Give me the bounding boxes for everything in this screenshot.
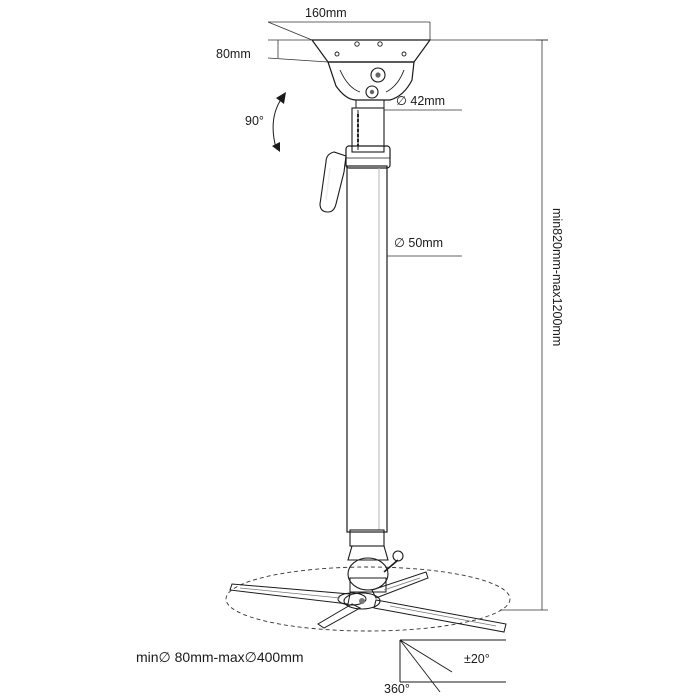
swivel-joint bbox=[337, 545, 404, 606]
height-clamp-collar bbox=[345, 145, 391, 169]
projector-arms bbox=[225, 566, 511, 633]
height-range-label: min820mm-max1200mm bbox=[550, 208, 564, 346]
swivel-angle-label: ±20° bbox=[464, 652, 490, 666]
tilt-arrow-icon bbox=[272, 92, 286, 152]
locking-handle-icon bbox=[319, 151, 347, 213]
inner-pipe-upper bbox=[351, 107, 385, 153]
mount-range-label: min∅ 80mm-max∅400mm bbox=[136, 649, 304, 665]
outer-tube bbox=[346, 165, 388, 533]
swivel-knob-icon bbox=[383, 550, 404, 573]
plate-dimension-lines bbox=[267, 21, 548, 63]
tilt-knob-icon bbox=[365, 67, 386, 99]
plate-width-label: 160mm bbox=[305, 6, 347, 20]
inner-diameter-label: ∅ 42mm bbox=[396, 94, 445, 108]
height-dimension-line bbox=[500, 39, 548, 611]
rotation-angle-label: 360° bbox=[384, 682, 410, 696]
plate-depth-label: 80mm bbox=[216, 47, 251, 61]
outer-diameter-label: ∅ 50mm bbox=[394, 236, 443, 250]
tilt-angle-label: 90° bbox=[245, 114, 264, 128]
swivel-angle-icon bbox=[399, 639, 506, 693]
